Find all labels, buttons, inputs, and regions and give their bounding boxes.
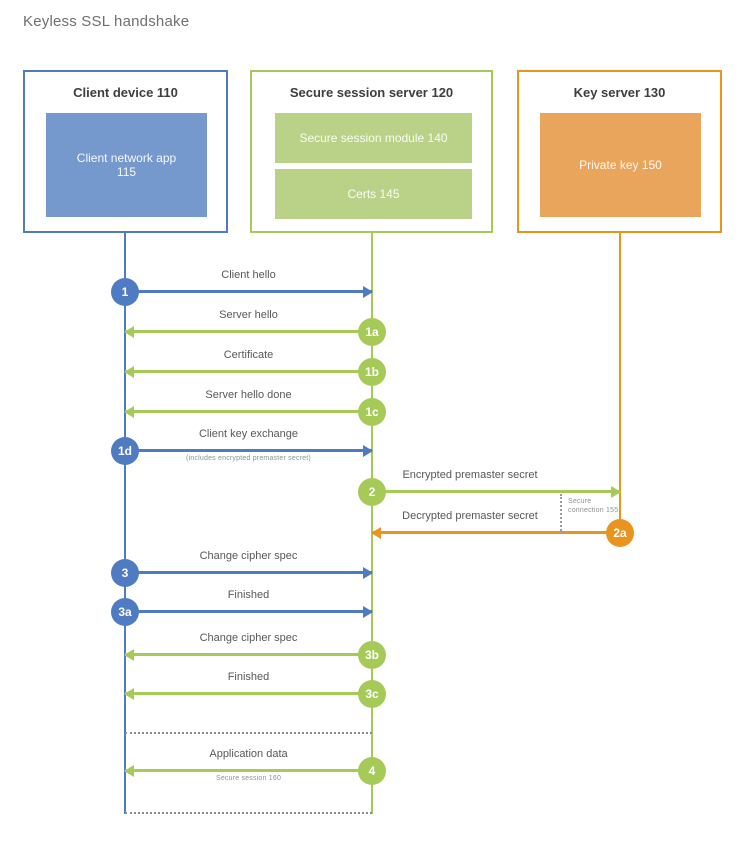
step-badge: 1c	[358, 398, 386, 426]
message-label: Decrypted premaster secret	[402, 510, 538, 522]
message-line	[125, 330, 372, 333]
message-line	[125, 370, 372, 373]
message-2a-decrypted-premaster-secret: Decrypted premaster secret 2a	[371, 504, 634, 562]
arrowhead-left-icon	[124, 765, 134, 777]
session-separator-bottom	[125, 812, 372, 814]
arrowhead-right-icon	[363, 445, 373, 457]
message-line	[125, 290, 372, 293]
message-line	[372, 531, 620, 534]
message-label: Application data	[209, 748, 288, 760]
message-3a-finished: Finished 3a	[111, 583, 373, 641]
step-badge: 1d	[111, 437, 139, 465]
arrowhead-right-icon	[363, 606, 373, 618]
message-line	[125, 692, 372, 695]
actor-key-server: Key server 130 Private key 150	[517, 70, 722, 233]
message-label: Certificate	[223, 349, 274, 361]
arrowhead-right-icon	[363, 567, 373, 579]
step-badge: 3a	[111, 598, 139, 626]
message-1b-certificate: Certificate 1b	[124, 343, 386, 401]
message-label: Change cipher spec	[199, 632, 298, 644]
message-3c-finished: Finished 3c	[124, 665, 386, 723]
message-1c-server-hello-done: Server hello done 1c	[124, 383, 386, 441]
message-line	[372, 490, 620, 493]
message-1d-client-key-exchange: Client key exchange 1d (includes encrypt…	[111, 422, 373, 480]
step-badge: 1a	[358, 318, 386, 346]
step-badge: 2	[358, 478, 386, 506]
message-label: Encrypted premaster secret	[402, 469, 538, 481]
step-badge: 3b	[358, 641, 386, 669]
step-badge: 3	[111, 559, 139, 587]
arrowhead-left-icon	[124, 326, 134, 338]
arrowhead-left-icon	[124, 366, 134, 378]
lifeline-client	[124, 233, 126, 814]
message-sublabel: Secure session 160	[215, 775, 282, 782]
lifeline-server	[371, 233, 373, 814]
message-line	[125, 410, 372, 413]
actor-client-title: Client device 110	[73, 85, 178, 100]
message-label: Server hello	[219, 309, 278, 321]
message-line	[125, 449, 372, 452]
message-line	[125, 610, 372, 613]
actor-secure-session-server: Secure session server 120 Secure session…	[250, 70, 493, 233]
step-badge: 4	[358, 757, 386, 785]
message-label: Finished	[227, 589, 270, 601]
module-certs: Certs 145	[275, 169, 472, 219]
message-line	[125, 653, 372, 656]
message-1a-server-hello: Server hello 1a	[124, 303, 386, 361]
secure-connection-dotted-line	[560, 494, 562, 534]
message-label: Change cipher spec	[199, 550, 298, 562]
module-certs-label: Certs 145	[347, 187, 400, 201]
module-client-network-app: Client network app 115	[46, 113, 207, 217]
step-badge: 1	[111, 278, 139, 306]
arrowhead-right-icon	[611, 486, 621, 498]
message-3b-change-cipher-spec: Change cipher spec 3b	[124, 626, 386, 684]
step-badge: 2a	[606, 519, 634, 547]
arrowhead-left-icon	[124, 688, 134, 700]
message-4-application-data: Application data 4 Secure session 160	[124, 742, 386, 800]
arrowhead-left-icon	[371, 527, 381, 539]
message-label: Client hello	[221, 269, 276, 281]
page-title: Keyless SSL handshake	[23, 13, 190, 30]
message-1-client-hello: Client hello 1	[111, 263, 373, 321]
message-label: Client key exchange	[198, 428, 299, 440]
session-separator-top	[125, 732, 372, 734]
module-private-key: Private key 150	[540, 113, 701, 217]
module-secure-session-module-label: Secure session module 140	[299, 131, 448, 145]
secure-connection-note: Secure connection 155	[568, 498, 619, 515]
message-line	[125, 571, 372, 574]
arrowhead-right-icon	[363, 286, 373, 298]
arrowhead-left-icon	[124, 649, 134, 661]
message-sublabel: (includes encrypted premaster secret)	[186, 455, 311, 462]
module-secure-session-module: Secure session module 140	[275, 113, 472, 163]
message-line	[125, 769, 372, 772]
step-badge: 3c	[358, 680, 386, 708]
module-client-network-app-label: Client network app 115	[76, 151, 177, 179]
actor-key-title: Key server 130	[573, 85, 666, 100]
lifeline-key-server	[619, 233, 621, 533]
step-badge: 1b	[358, 358, 386, 386]
message-label: Finished	[227, 671, 270, 683]
message-label: Server hello done	[205, 389, 292, 401]
actor-server-title: Secure session server 120	[289, 85, 454, 100]
arrowhead-left-icon	[124, 406, 134, 418]
actor-client-device: Client device 110 Client network app 115	[23, 70, 228, 233]
message-2-encrypted-premaster-secret: Encrypted premaster secret 2	[358, 463, 621, 521]
module-private-key-label: Private key 150	[579, 158, 662, 172]
message-3-change-cipher-spec: Change cipher spec 3	[111, 544, 373, 602]
